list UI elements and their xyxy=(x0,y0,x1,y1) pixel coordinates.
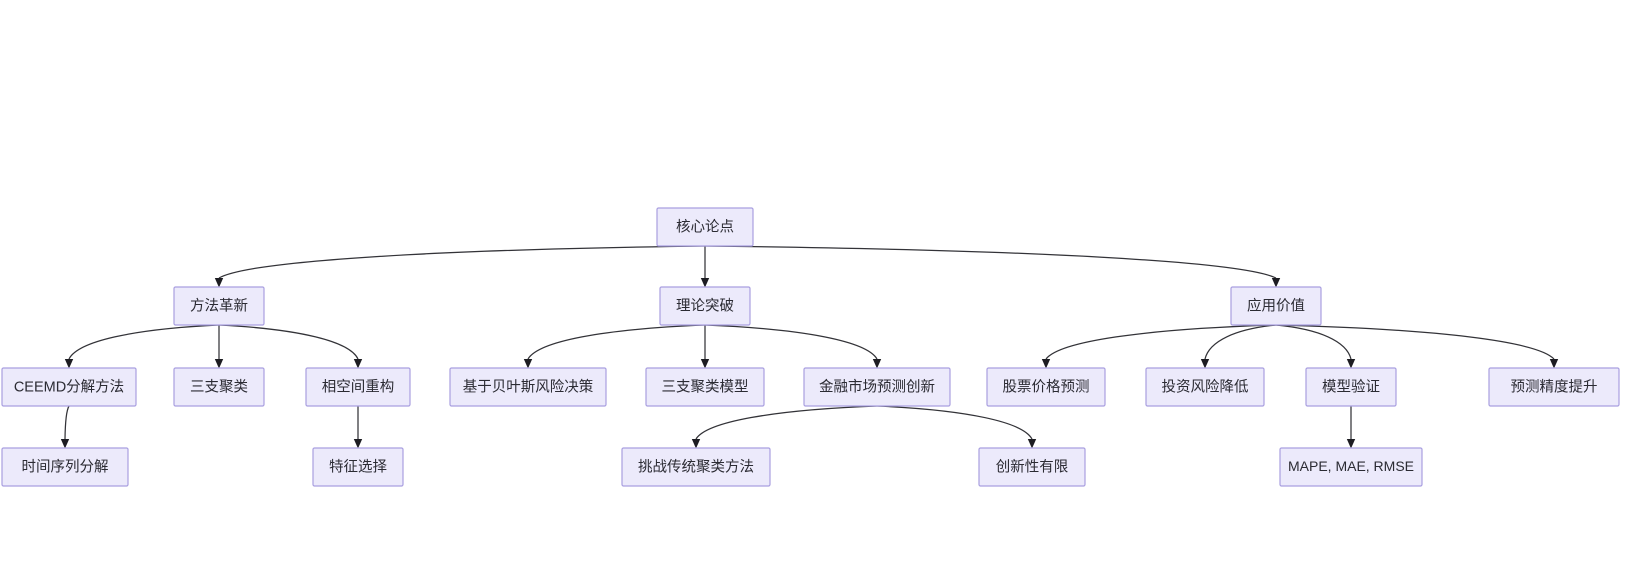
edge-b2-to-c4 xyxy=(523,324,706,369)
node-c2[interactable]: 三支聚类 xyxy=(173,367,265,407)
node-box[interactable] xyxy=(659,286,751,326)
arrowhead-icon xyxy=(353,439,363,449)
node-box[interactable] xyxy=(1305,367,1397,407)
node-b1[interactable]: 方法革新 xyxy=(173,286,265,326)
edge-b1-to-c3 xyxy=(218,324,363,369)
arrowhead-icon xyxy=(214,359,224,369)
node-b2[interactable]: 理论突破 xyxy=(659,286,751,326)
node-d2[interactable]: 特征选择 xyxy=(312,447,404,487)
edge-b1-to-c2 xyxy=(214,325,224,369)
node-box[interactable] xyxy=(312,447,404,487)
edge-root-to-b1 xyxy=(214,245,706,288)
node-box[interactable] xyxy=(1145,367,1265,407)
edge-c9-to-d5 xyxy=(1346,406,1356,449)
edge-b2-to-c5 xyxy=(700,325,710,369)
edge-b2-to-c6 xyxy=(704,324,882,369)
arrowhead-icon xyxy=(1346,439,1356,449)
node-c5[interactable]: 三支聚类模型 xyxy=(645,367,765,407)
arrowhead-icon xyxy=(1549,359,1559,369)
arrowhead-icon xyxy=(1200,359,1210,369)
edge-c3-to-d2 xyxy=(353,406,363,449)
node-b3[interactable]: 应用价值 xyxy=(1230,286,1322,326)
arrowhead-icon xyxy=(691,439,701,449)
edge-b3-to-c10 xyxy=(1275,324,1559,369)
edge-b3-to-c7 xyxy=(1041,324,1277,369)
node-box[interactable] xyxy=(1,367,137,407)
node-box[interactable] xyxy=(173,367,265,407)
node-d5[interactable]: MAPE, MAE, RMSE xyxy=(1279,447,1423,487)
arrowhead-icon xyxy=(60,439,70,449)
node-c8[interactable]: 投资风险降低 xyxy=(1145,367,1265,407)
node-box[interactable] xyxy=(645,367,765,407)
edge-b1-to-c1 xyxy=(64,324,220,369)
arrowhead-icon xyxy=(214,278,224,288)
node-c9[interactable]: 模型验证 xyxy=(1305,367,1397,407)
arrowhead-icon xyxy=(1346,359,1356,369)
node-c6[interactable]: 金融市场预测创新 xyxy=(803,367,951,407)
node-box[interactable] xyxy=(1279,447,1423,487)
edge-b3-to-c9 xyxy=(1275,324,1356,369)
edge-layer xyxy=(60,245,1559,449)
edge-c6-to-d3 xyxy=(691,405,878,449)
arrowhead-icon xyxy=(1271,278,1281,288)
node-d1[interactable]: 时间序列分解 xyxy=(1,447,129,487)
arrowhead-icon xyxy=(872,359,882,369)
arrowhead-icon xyxy=(700,278,710,288)
arrowhead-icon xyxy=(353,359,363,369)
node-c1[interactable]: CEEMD分解方法 xyxy=(1,367,137,407)
node-d3[interactable]: 挑战传统聚类方法 xyxy=(621,447,771,487)
node-c7[interactable]: 股票价格预测 xyxy=(986,367,1106,407)
node-c3[interactable]: 相空间重构 xyxy=(305,367,411,407)
node-d4[interactable]: 创新性有限 xyxy=(978,447,1086,487)
node-box[interactable] xyxy=(803,367,951,407)
node-box[interactable] xyxy=(1488,367,1620,407)
edge-c1-to-d1 xyxy=(60,405,70,449)
edge-b3-to-c8 xyxy=(1200,324,1277,369)
node-root[interactable]: 核心论点 xyxy=(656,207,754,247)
arrowhead-icon xyxy=(1027,439,1037,449)
node-box[interactable] xyxy=(1230,286,1322,326)
node-box[interactable] xyxy=(656,207,754,247)
node-layer: 核心论点方法革新 理论突破 应用价值 CEEMD分解方法三支聚类相空间重构基于贝叶斯风… xyxy=(1,207,1620,487)
node-box[interactable] xyxy=(173,286,265,326)
arrowhead-icon xyxy=(523,359,533,369)
arrowhead-icon xyxy=(64,359,74,369)
node-c4[interactable]: 基于贝叶斯风险决策 xyxy=(449,367,607,407)
node-box[interactable] xyxy=(621,447,771,487)
node-box[interactable] xyxy=(449,367,607,407)
edge-root-to-b2 xyxy=(700,246,710,288)
edge-c6-to-d4 xyxy=(876,405,1037,449)
node-box[interactable] xyxy=(978,447,1086,487)
node-c10[interactable]: 预测精度提升 xyxy=(1488,367,1620,407)
edge-root-to-b3 xyxy=(704,245,1281,288)
arrowhead-icon xyxy=(1041,359,1051,369)
node-box[interactable] xyxy=(305,367,411,407)
arrowhead-icon xyxy=(700,359,710,369)
node-box[interactable] xyxy=(1,447,129,487)
node-box[interactable] xyxy=(986,367,1106,407)
